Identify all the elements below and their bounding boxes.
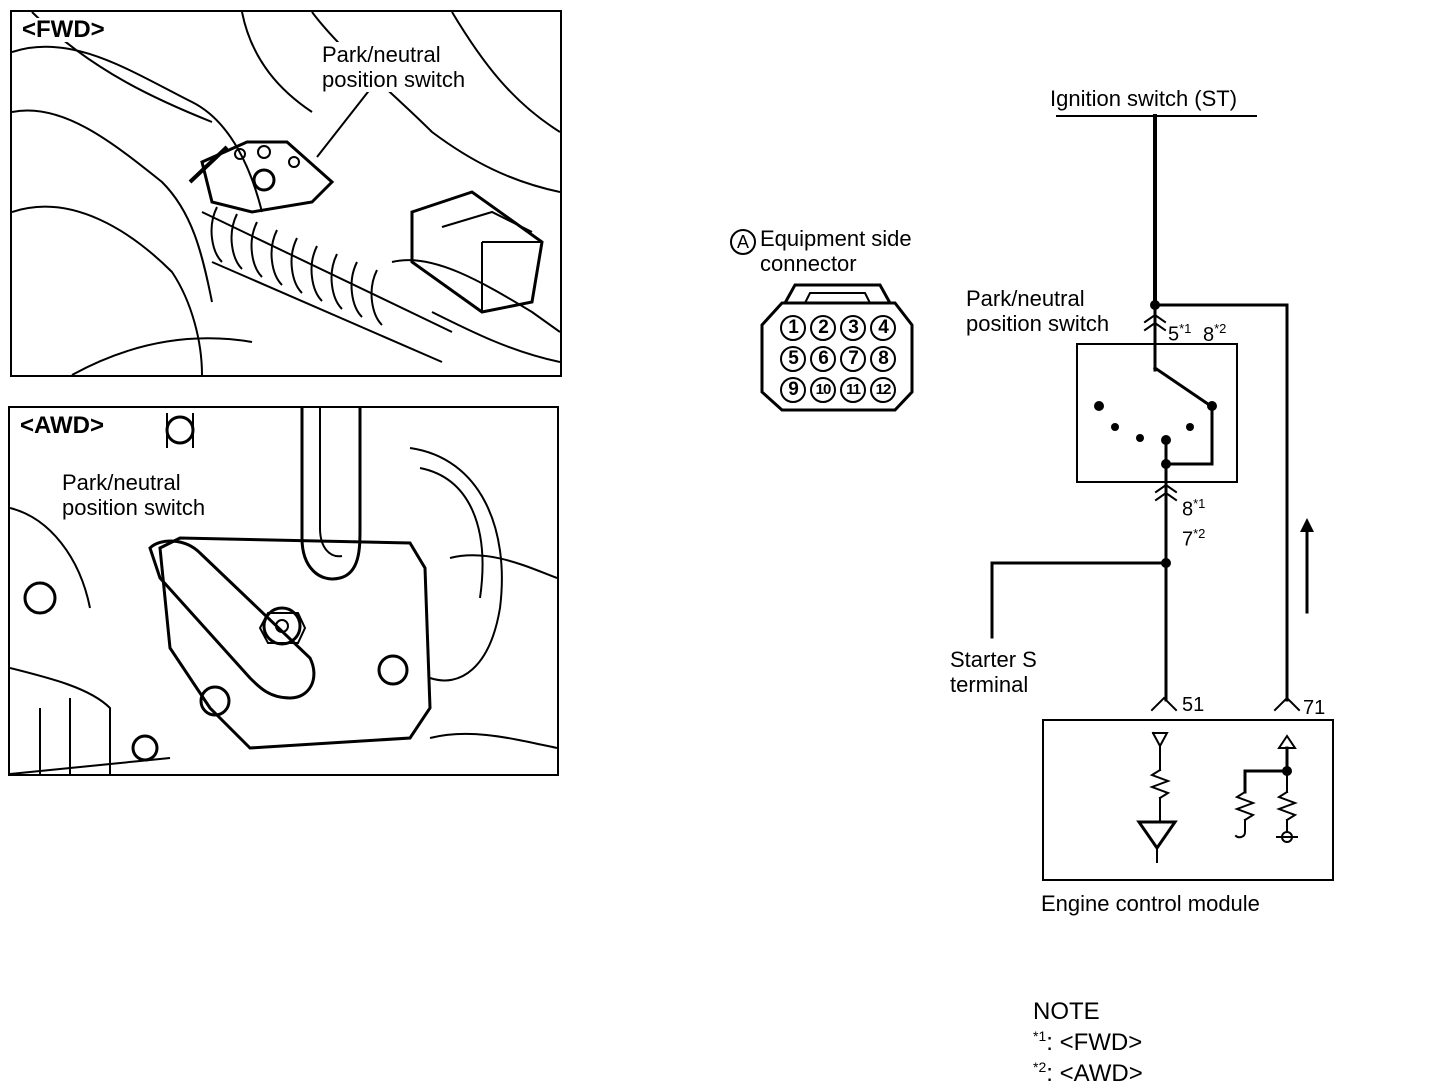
switch-position-dot [1136, 434, 1144, 442]
top-pin-fwd: 5 [1168, 323, 1180, 346]
note-block: NOTE *1: <FWD> *2: <AWD> [1033, 1000, 1143, 1086]
note-title: NOTE [1033, 998, 1100, 1025]
circuit-switch-label: Park/neutral position switch [966, 286, 1109, 336]
awd-switch-illustration [10, 408, 557, 774]
switch-position-dot [1094, 401, 1104, 411]
ignition-junction-dot [1150, 300, 1160, 310]
ecm-pin-71-chevron [1273, 696, 1301, 712]
connector-pin-number: 11 [846, 381, 861, 398]
connector-pin-number: 9 [788, 379, 799, 400]
starter-label-line2: terminal [950, 672, 1029, 697]
starter-junction-dot [1161, 558, 1171, 568]
starter-terminal-label: Starter S terminal [950, 647, 1037, 697]
switch-contact-arm [1152, 365, 1211, 407]
connector-pin-circle [870, 315, 896, 341]
fwd-switch-label-line1: Park/neutral [322, 42, 441, 67]
ecm-71-wire [1153, 303, 1289, 702]
connector-pin-number: 12 [875, 381, 892, 398]
connector-pin-number: 5 [788, 348, 799, 369]
awd-tag: <AWD> [18, 412, 107, 439]
top-pin-awd: 8 [1202, 323, 1215, 346]
ignition-switch-label: Ignition switch (ST) [1050, 86, 1238, 111]
bottom-pin-fwd: 8 [1182, 498, 1194, 521]
connector-pin-circle [870, 377, 896, 403]
fwd-tag: <FWD> [20, 16, 107, 43]
fwd-illustration-panel: <FWD> Park/neutral position switch [10, 10, 562, 377]
park-neutral-switch-box [1076, 343, 1238, 483]
ecm-box [1042, 719, 1334, 881]
connector-pin-number: 8 [878, 348, 889, 369]
connector-pin-circle [840, 377, 866, 403]
connector-pin-circle [780, 346, 806, 372]
top-pin-label: 5*1 8*2 [1168, 318, 1226, 346]
connector-pin-circle [810, 315, 836, 341]
connector-pin-number: 6 [818, 348, 829, 369]
awd-switch-label-line1: Park/neutral [62, 470, 181, 495]
note-line-2: : <AWD> [1046, 1060, 1143, 1087]
ecm-label: Engine control module [1041, 891, 1260, 916]
circuit-switch-label-line1: Park/neutral [966, 286, 1085, 311]
connector-pin-circle [810, 377, 836, 403]
connector-pin-circle [840, 315, 866, 341]
connector-pin-number: 4 [878, 317, 889, 338]
connector-pin-number: 3 [848, 317, 859, 338]
arrow-head [1300, 518, 1314, 532]
equipment-connector-drawing [760, 283, 914, 412]
awd-illustration-panel: <AWD> Park/neutral position switch [8, 406, 559, 776]
connector-pin-number: 2 [818, 317, 829, 338]
connector-letter-badge: A [730, 229, 756, 255]
top-pin-fwd-mark: *1 [1179, 321, 1192, 336]
note-mark-1: *1 [1033, 1028, 1047, 1044]
fwd-switch-label: Park/neutral position switch [320, 42, 468, 92]
switch-position-dot [1186, 423, 1194, 431]
connector-pin-circle [810, 346, 836, 372]
note-line-1: : <FWD> [1046, 1029, 1143, 1056]
connector-pin-circle [780, 315, 806, 341]
connector-pin-number: 1 [788, 317, 799, 338]
ecm-pin-51-label: 51 [1182, 694, 1205, 716]
connector-pin-circle [840, 346, 866, 372]
connector-pin-number: 10 [815, 381, 832, 398]
connector-title-line2: connector [760, 251, 857, 276]
bottom-pin-awd: 7 [1182, 528, 1194, 551]
connector-title-line1: Equipment side [760, 226, 912, 251]
starter-label-line1: Starter S [950, 647, 1037, 672]
fwd-switch-label-line2: position switch [322, 67, 466, 92]
note-mark-2: *2 [1033, 1059, 1047, 1075]
switch-position-dot [1161, 435, 1171, 445]
ecm-pin-71-label: 71 [1303, 697, 1326, 719]
switch-position-dot [1111, 423, 1119, 431]
bottom-pin-fwd-mark: *1 [1193, 496, 1206, 511]
circuit-switch-label-line2: position switch [966, 311, 1110, 336]
bottom-pin-label: 8*1 7*2 [1182, 492, 1205, 551]
ecm-pin-51-chevron [1150, 696, 1178, 712]
connector-pin-circle [870, 346, 896, 372]
awd-switch-label-line2: position switch [62, 495, 206, 520]
switch-position-dot [1207, 401, 1217, 411]
bottom-pin-awd-mark: *2 [1193, 525, 1206, 541]
ecm-input-buffer-symbol [1136, 820, 1178, 851]
awd-switch-label: Park/neutral position switch [60, 470, 208, 520]
starter-branch-wire [990, 561, 1168, 639]
top-pin-awd-mark: *2 [1214, 321, 1227, 336]
fwd-switch-illustration [12, 12, 560, 375]
connector-pin-circle [780, 377, 806, 403]
connector-pin-number: 7 [848, 348, 859, 369]
